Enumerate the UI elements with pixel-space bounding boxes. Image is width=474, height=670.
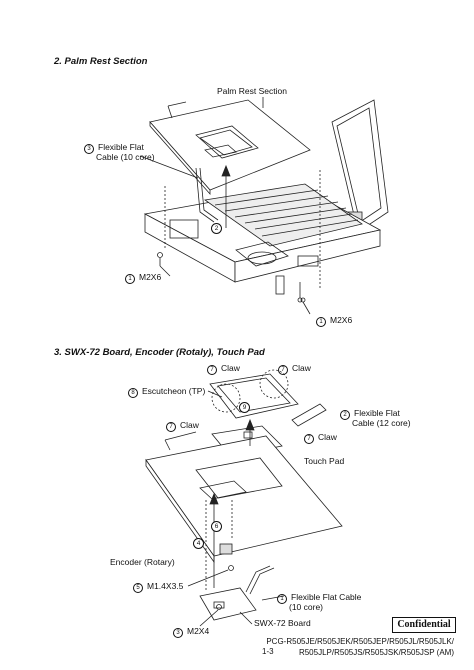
model-list-line2: R505JLP/R505JS/R505JSK/R505JSP (AM) [298, 648, 454, 657]
step-number-8: 8 [128, 388, 138, 398]
ffc-12-core [291, 403, 327, 427]
swx-72-board [199, 565, 275, 621]
step-number-2: 2 [340, 410, 350, 420]
step-number-7: 7 [304, 434, 314, 444]
palm-rest-cover [149, 99, 311, 196]
step-number-1: 1 [125, 274, 135, 284]
ffc-10-core [195, 167, 219, 223]
palm-rest-callout: Palm Rest Section [217, 86, 287, 96]
step-number-3: 3 [84, 144, 94, 154]
step-number-7: 7 [207, 365, 217, 375]
confidential-stamp: Confidential [392, 617, 456, 633]
callout-touch-pad: Touch Pad [304, 456, 345, 466]
callout-ffc-10-core-section3-line2: (10 core) [289, 602, 324, 612]
step-number-7: 7 [278, 365, 288, 375]
step-number-1: 1 [277, 594, 287, 604]
step-number-6-marker: 6 [211, 521, 222, 532]
step-number-2-marker: 2 [211, 223, 222, 234]
step-number-9-marker: 9 [239, 402, 250, 413]
page-number: 1-3 [262, 647, 274, 656]
callout-ffc-12-core-line2: Cable (12 core) [352, 418, 411, 428]
step-number-5: 5 [133, 583, 143, 593]
laptop-base [143, 183, 382, 303]
model-list-line1: PCG-R505JE/R505JEK/R505JEP/R505JL/R505JL… [266, 637, 454, 646]
model-list: PCG-R505JE/R505JEK/R505JEP/R505JL/R505JL… [266, 636, 454, 658]
step-number-1: 1 [316, 317, 326, 327]
section3-heading: 3. SWX-72 Board, Encoder (Rotaly), Touch… [54, 347, 265, 358]
encoder-rotary [219, 543, 233, 555]
section2-heading: 2. Palm Rest Section [54, 56, 148, 67]
escutcheon-tp-frame [209, 369, 299, 419]
callout-swx-72-board: SWX-72 Board [254, 618, 311, 628]
step-number-4-marker: 4 [193, 538, 204, 549]
step-number-7: 7 [166, 422, 176, 432]
callout-encoder-rotary: Encoder (Rotary) [110, 557, 175, 567]
palm-rest-section3 [145, 431, 343, 564]
step-number-3: 3 [173, 628, 183, 638]
callout-ffc-10-core-section2-line2: Cable (10 core) [96, 152, 155, 162]
